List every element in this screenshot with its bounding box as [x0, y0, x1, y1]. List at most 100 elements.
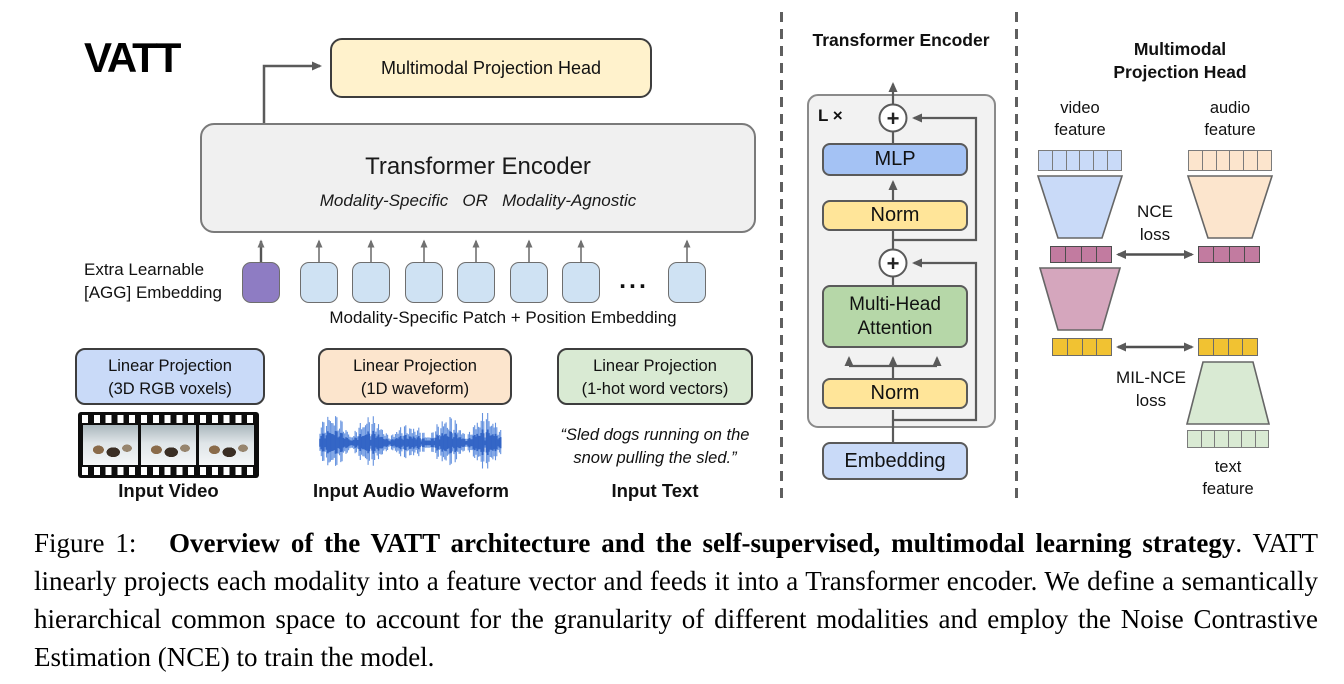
patch-token: [300, 262, 338, 303]
video-frame: [83, 425, 138, 465]
feature-cell: [1241, 431, 1255, 447]
coarse-to-fine-trapezoid: [1038, 267, 1122, 331]
caption-figure-label: Figure 1:: [34, 528, 137, 558]
feature-cell: [1066, 339, 1082, 355]
linear-projection-text-box: Linear Projection (1-hot word vectors): [557, 348, 753, 405]
audio-feature-label: audio feature: [1204, 99, 1256, 139]
agg-token: [242, 262, 280, 303]
encoder-to-projection-arrow: [262, 61, 322, 123]
feature-cell: [1080, 247, 1096, 262]
encoder-flow-arrows: [844, 82, 978, 442]
nce-loss-label: NCE loss: [1137, 202, 1173, 244]
proj-text-line1: Linear Projection: [593, 357, 717, 375]
transformer-encoder-title: Transformer Encoder: [365, 153, 591, 180]
audio-feature-bar: [1188, 150, 1272, 171]
multimodal-projection-head-box: Multimodal Projection Head: [330, 38, 652, 98]
input-video-label: Input Video: [118, 480, 219, 501]
input-text-sample: “Sled dogs running on the snow pulling t…: [560, 426, 750, 467]
video-feature-label: video feature: [1054, 99, 1106, 139]
feature-cell: [1228, 247, 1244, 262]
video-coarse-feature-bar: [1050, 246, 1112, 263]
patch-token: [457, 262, 495, 303]
proj-text-line2: (1-hot word vectors): [581, 380, 729, 398]
feature-cell: [1199, 247, 1214, 262]
patch-token: [405, 262, 443, 303]
feature-cell: [1257, 151, 1271, 170]
feature-cell: [1201, 151, 1216, 170]
feature-cell: [1079, 151, 1094, 170]
mlp-box: MLP: [822, 143, 968, 176]
feature-cell: [1200, 431, 1214, 447]
norm-box-top: Norm: [822, 200, 968, 231]
feature-cell: [1227, 431, 1241, 447]
layer-repeat-label: L ×: [818, 106, 843, 125]
filmstrip-frames: [83, 425, 254, 465]
norm-box-bottom: Norm: [822, 378, 968, 409]
audio-waveform: [319, 413, 502, 469]
feature-cell: [1229, 151, 1244, 170]
audio-coarse-feature-bar: [1198, 246, 1260, 263]
feature-cell: [1214, 431, 1228, 447]
linear-projection-video-box: Linear Projection (3D RGB voxels): [75, 348, 265, 405]
video-frame: [199, 425, 254, 465]
feature-cell: [1213, 247, 1229, 262]
multi-head-attention-box: Multi-Head Attention: [822, 285, 968, 348]
patch-token: [562, 262, 600, 303]
caption-bold-text: Overview of the VATT architecture and th…: [169, 528, 1236, 558]
vatt-logo: VATT: [84, 34, 181, 81]
feature-cell: [1188, 431, 1201, 447]
input-text-label: Input Text: [611, 480, 699, 501]
patch-token: [668, 262, 706, 303]
transformer-encoder-box: Transformer Encoder Modality-Specific OR…: [200, 123, 756, 233]
filmstrip-sprockets-bottom: [82, 467, 255, 475]
feature-cell: [1199, 339, 1213, 355]
feature-cell: [1081, 339, 1097, 355]
feature-cell: [1051, 247, 1066, 262]
plus-icon: +: [887, 106, 900, 131]
proj-video-line2: (3D RGB voxels): [108, 380, 232, 398]
video-projection-trapezoid: [1036, 175, 1124, 239]
feature-cell: [1096, 339, 1111, 355]
mil-nce-loss-label: MIL-NCE loss: [1116, 368, 1186, 410]
feature-cell: [1254, 431, 1268, 447]
token-ellipsis: ...: [619, 266, 649, 294]
encoder-panel-title: Transformer Encoder: [812, 30, 990, 50]
text-feature-bar: [1187, 430, 1269, 448]
feature-cell: [1243, 247, 1259, 262]
embedding-box: Embedding: [822, 442, 968, 480]
patch-position-embedding-label: Modality-Specific Patch + Position Embed…: [329, 308, 677, 327]
feature-cell: [1212, 339, 1228, 355]
input-video-filmstrip: [78, 412, 259, 478]
proj-audio-line1: Linear Projection: [353, 357, 477, 375]
feature-cell: [1243, 151, 1258, 170]
feature-cell: [1107, 151, 1121, 170]
filmstrip-sprockets-top: [82, 415, 255, 423]
input-audio-label: Input Audio Waveform: [313, 480, 509, 501]
projection-panel-title: Multimodal Projection Head: [1113, 39, 1247, 82]
text-projection-trapezoid: [1185, 361, 1271, 425]
proj-video-line1: Linear Projection: [108, 357, 232, 375]
video-frame: [141, 425, 196, 465]
feature-cell: [1065, 247, 1081, 262]
figure-caption: Figure 1: Overview of the VATT architect…: [34, 524, 1318, 676]
feature-cell: [1095, 247, 1111, 262]
audio-projection-trapezoid: [1186, 175, 1274, 239]
plus-icon: +: [887, 251, 900, 276]
panel-divider: [1015, 12, 1018, 504]
text-feature-label: text feature: [1202, 458, 1254, 498]
feature-cell: [1039, 151, 1052, 170]
text-fine-feature-bar: [1198, 338, 1258, 356]
feature-cell: [1242, 339, 1257, 355]
proj-audio-line2: (1D waveform): [360, 380, 470, 398]
feature-cell: [1093, 151, 1108, 170]
patch-token: [510, 262, 548, 303]
patch-token: [352, 262, 390, 303]
modality-mode-subtitle: Modality-Specific OR Modality-Agnostic: [319, 191, 637, 210]
feature-cell: [1065, 151, 1080, 170]
residual-add-circles: + +: [878, 103, 908, 278]
feature-cell: [1053, 339, 1067, 355]
feature-cell: [1227, 339, 1243, 355]
video-fine-feature-bar: [1052, 338, 1112, 356]
video-feature-bar: [1038, 150, 1122, 171]
